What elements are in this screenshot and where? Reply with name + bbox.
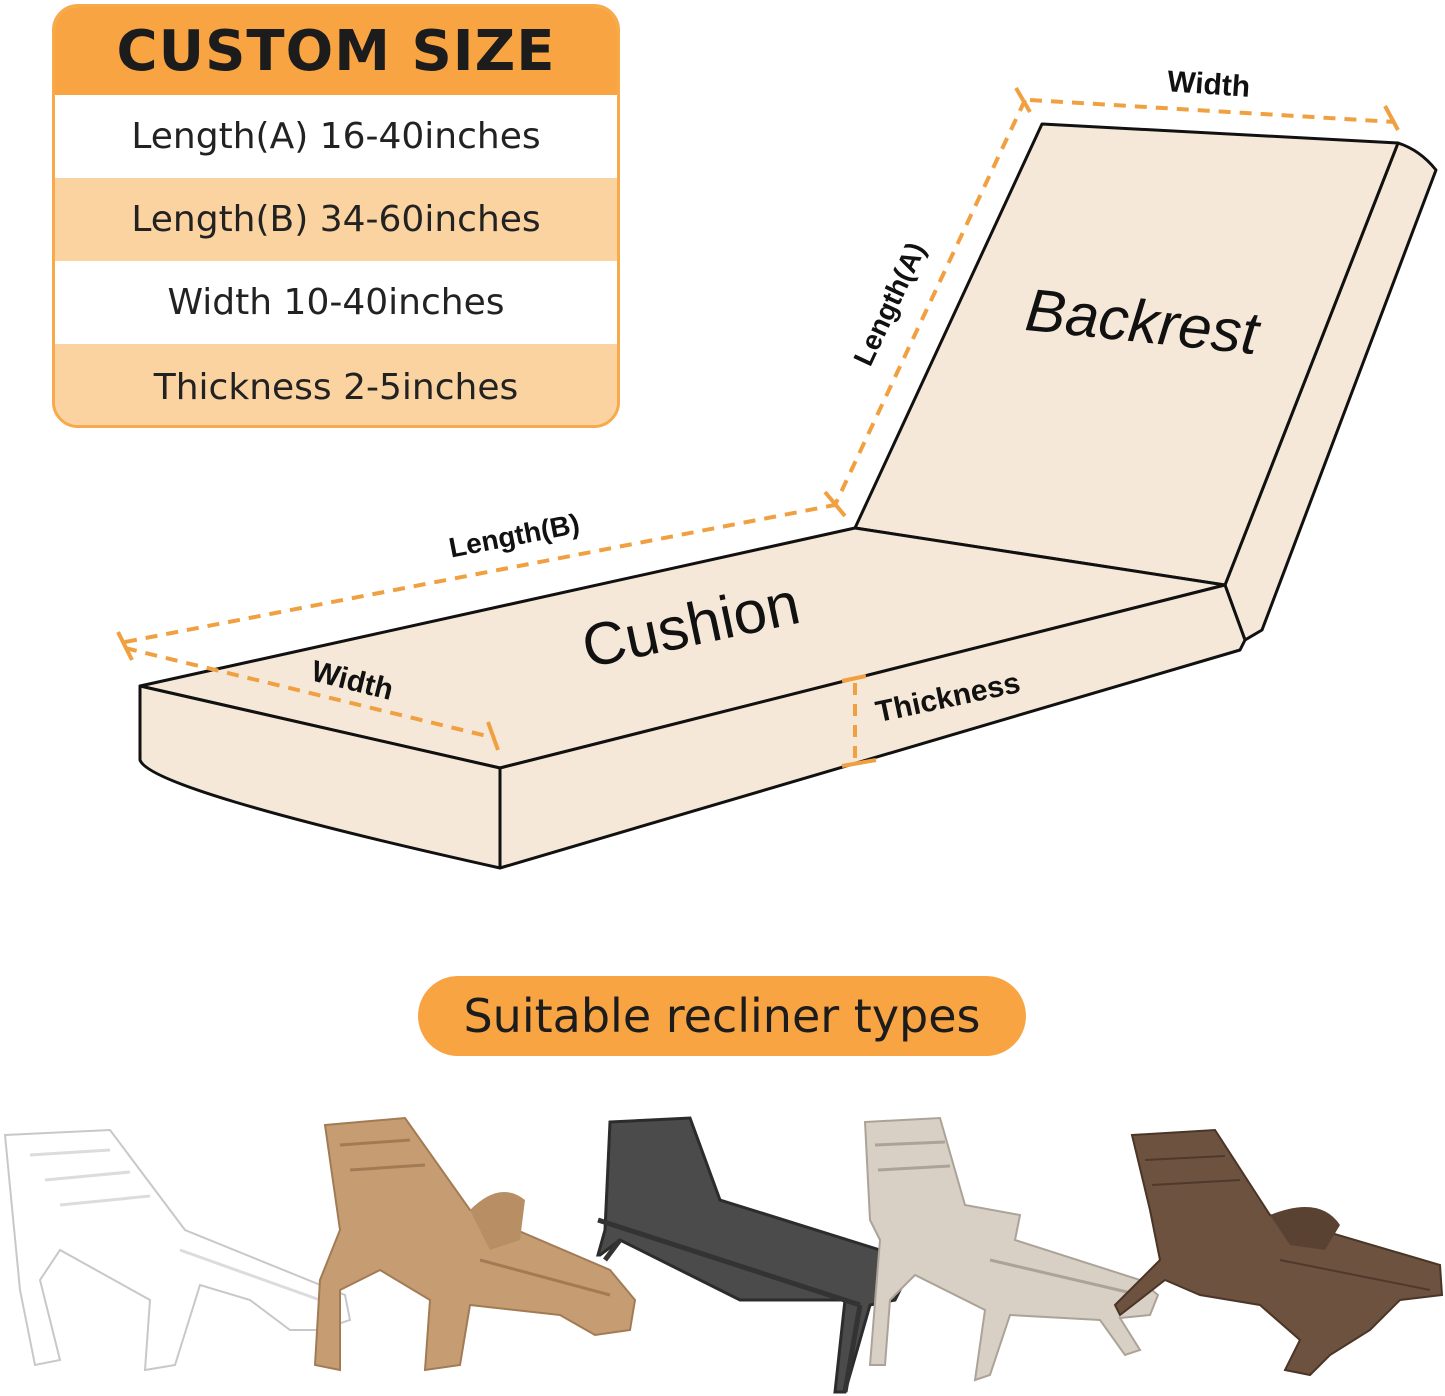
- size-row-width: Width 10-40inches: [55, 261, 617, 344]
- backrest-front-face: [853, 122, 1400, 587]
- dim-tick: [841, 674, 867, 683]
- backrest-side-face: [1223, 141, 1438, 642]
- dim-length-a: [833, 99, 1027, 506]
- dim-tick: [116, 631, 134, 661]
- dim-width-top: [1029, 98, 1396, 124]
- recliner-types-row: [3, 1116, 1444, 1394]
- size-row-length-a: Length(A) 16-40inches: [55, 95, 617, 178]
- custom-size-card: CUSTOM SIZE Length(A) 16-40inches Length…: [52, 4, 620, 428]
- dim-tick: [1383, 105, 1400, 131]
- length-a-label: Length(A): [847, 238, 931, 371]
- recliner-light-wood: [863, 1116, 1160, 1382]
- length-b-label: Length(B): [446, 508, 582, 564]
- dim-tick: [841, 758, 877, 768]
- dim-length-b: [124, 503, 836, 644]
- cushion-diagram: Backrest Cushion Width Length(A) Length(…: [116, 65, 1438, 870]
- cushion-left-face: [138, 684, 502, 870]
- dim-tick: [1014, 86, 1032, 114]
- dim-tick: [486, 721, 500, 751]
- width-top-label: Width: [1166, 65, 1251, 104]
- recliner-dark-sling: [596, 1116, 907, 1394]
- card-title: CUSTOM SIZE: [55, 7, 617, 95]
- recliner-white-plastic: [3, 1128, 352, 1372]
- dim-width-side: [124, 646, 496, 740]
- recliner-tan-plastic: [313, 1116, 637, 1372]
- recliner-brown-wicker: [1113, 1128, 1444, 1377]
- suitable-types-heading: Suitable recliner types: [418, 976, 1026, 1056]
- dim-tick: [823, 490, 847, 518]
- size-row-thickness: Thickness 2-5inches: [55, 344, 617, 425]
- size-row-length-b: Length(B) 34-60inches: [55, 178, 617, 261]
